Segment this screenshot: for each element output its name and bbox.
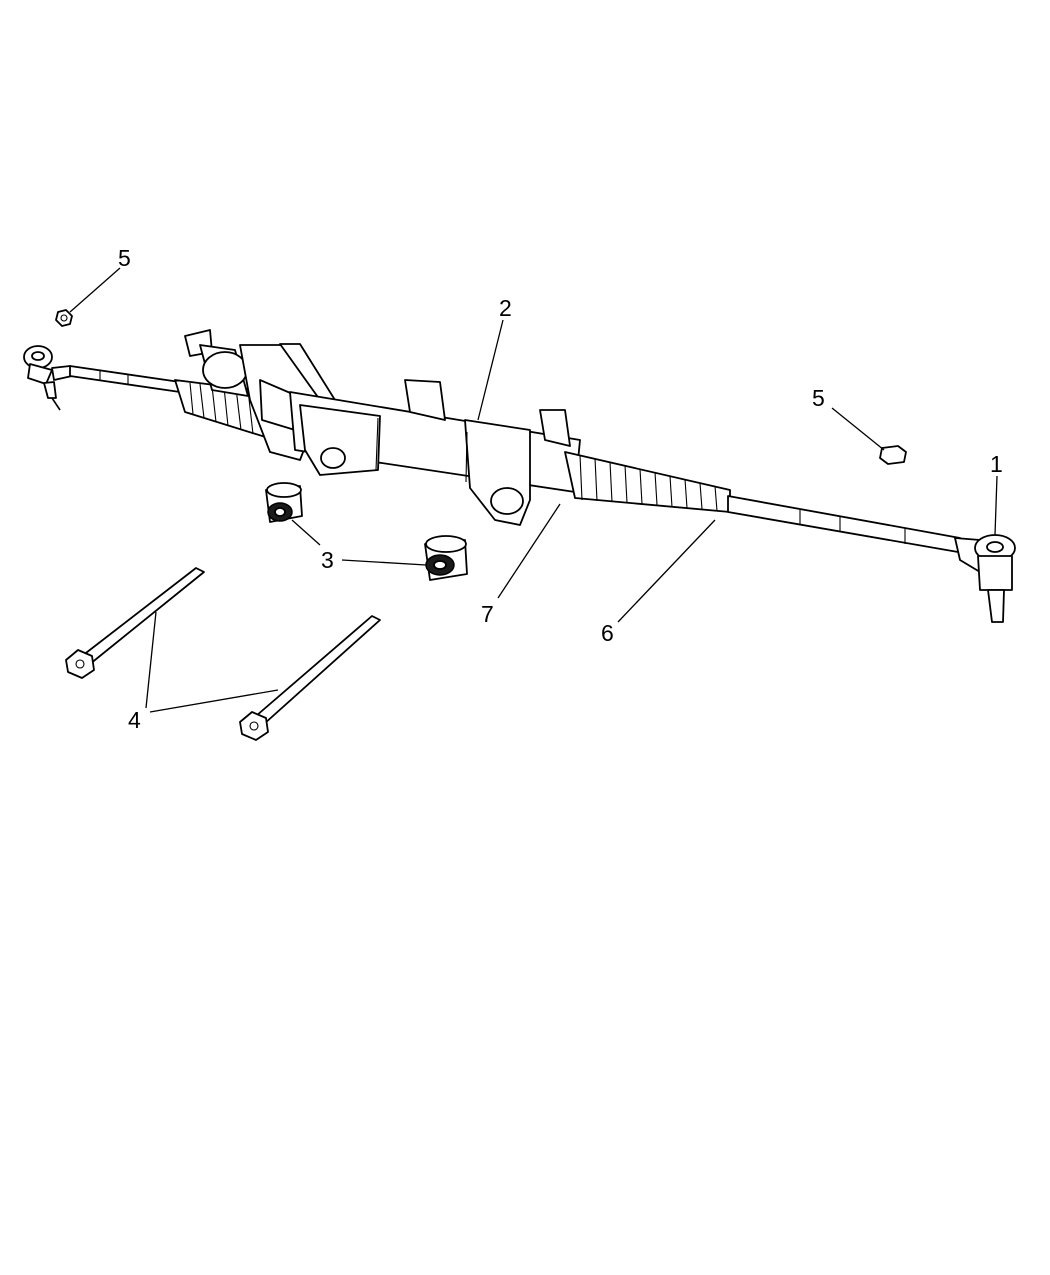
rack-housing[interactable] bbox=[289, 379, 581, 526]
right-nut[interactable] bbox=[879, 445, 907, 465]
callout-4: 4 bbox=[128, 707, 141, 733]
leader-lines bbox=[69, 267, 998, 713]
callout-5-right: 5 bbox=[812, 385, 825, 411]
right-boot[interactable] bbox=[564, 451, 731, 513]
callout-labels: 5 2 5 1 3 7 6 4 bbox=[118, 245, 1003, 733]
callout-1: 1 bbox=[990, 451, 1003, 477]
callout-5-left: 5 bbox=[118, 245, 131, 271]
left-tie-rod[interactable] bbox=[69, 365, 181, 393]
callout-2: 2 bbox=[499, 295, 512, 321]
left-tie-rod-end[interactable] bbox=[23, 345, 73, 411]
callout-6: 6 bbox=[601, 620, 614, 646]
bolt-upper[interactable] bbox=[65, 567, 205, 679]
callout-7: 7 bbox=[481, 601, 494, 627]
left-nut[interactable] bbox=[55, 309, 73, 327]
bolt-lower[interactable] bbox=[239, 615, 381, 741]
bushing-left[interactable] bbox=[265, 482, 303, 523]
right-tie-rod-end[interactable] bbox=[954, 534, 1016, 623]
bushing-right[interactable] bbox=[424, 535, 468, 581]
right-tie-rod[interactable] bbox=[727, 495, 961, 553]
callout-3: 3 bbox=[321, 547, 334, 573]
